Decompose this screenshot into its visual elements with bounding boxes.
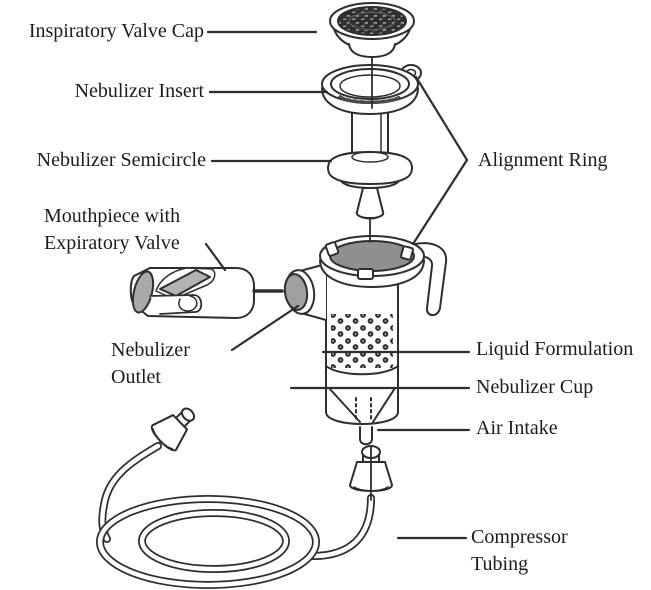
label-text: Inspiratory Valve Cap [28, 20, 204, 42]
label-text: Nebulizer Semicircle [36, 149, 206, 171]
insert-nozzle-cone [356, 187, 384, 219]
label-inspiratory-valve-cap: Inspiratory Valve Cap [0, 18, 204, 45]
label-text: Tubing [471, 553, 529, 575]
liquid-formulation-area [331, 314, 393, 368]
tubing-coil [96, 442, 375, 589]
leader-nebulizer-outlet [230, 304, 300, 352]
label-text: Alignment Ring [478, 149, 608, 171]
label-text: Outlet [111, 366, 161, 388]
label-air-intake: Air Intake [476, 415, 558, 442]
nebulizer-outlet-port [283, 273, 309, 311]
label-alignment-ring: Alignment Ring [478, 147, 607, 174]
leader-lines [204, 30, 471, 540]
label-text: Mouthpiece with [44, 205, 181, 227]
nebulizer-insert-part [321, 64, 422, 220]
leader-mouthpiece [204, 242, 227, 272]
label-nebulizer-insert: Nebulizer Insert [0, 78, 204, 105]
leader-alignment-ring [411, 75, 469, 246]
expiratory-valve-flap [159, 269, 211, 297]
label-text: Air Intake [476, 417, 558, 439]
inspiratory-valve-cap-part [329, 2, 415, 58]
label-nebulizer-outlet: Nebulizer Outlet [111, 337, 190, 391]
air-intake-nipple [359, 426, 373, 446]
mouthpiece-part [129, 267, 284, 319]
mouthpiece-opening [131, 270, 155, 314]
label-compressor-tubing: Compressor Tubing [471, 524, 568, 578]
label-nebulizer-cup: Nebulizer Cup [476, 374, 593, 401]
label-text: Nebulizer Insert [74, 80, 204, 102]
label-text: Compressor [471, 526, 568, 548]
label-text: Liquid Formulation [476, 338, 634, 360]
tubing-connector-bottom [349, 445, 393, 501]
label-mouthpiece-with-expiratory-valve: Mouthpiece with Expiratory Valve [44, 203, 180, 257]
label-nebulizer-semicircle: Nebulizer Semicircle [0, 147, 206, 174]
label-text: Nebulizer [111, 339, 190, 361]
label-text: Expiratory Valve [44, 232, 180, 254]
nebulizer-semicircle-part [327, 151, 413, 189]
label-liquid-formulation: Liquid Formulation [476, 336, 633, 363]
alignment-ring-part [319, 235, 425, 288]
cup-funnel [328, 387, 361, 423]
axis-lines [369, 56, 373, 243]
compressor-tubing-part [96, 407, 393, 589]
tubing-connector-left [150, 407, 196, 452]
label-text: Nebulizer Cup [476, 376, 594, 398]
nebulizer-cup-part [283, 235, 448, 446]
